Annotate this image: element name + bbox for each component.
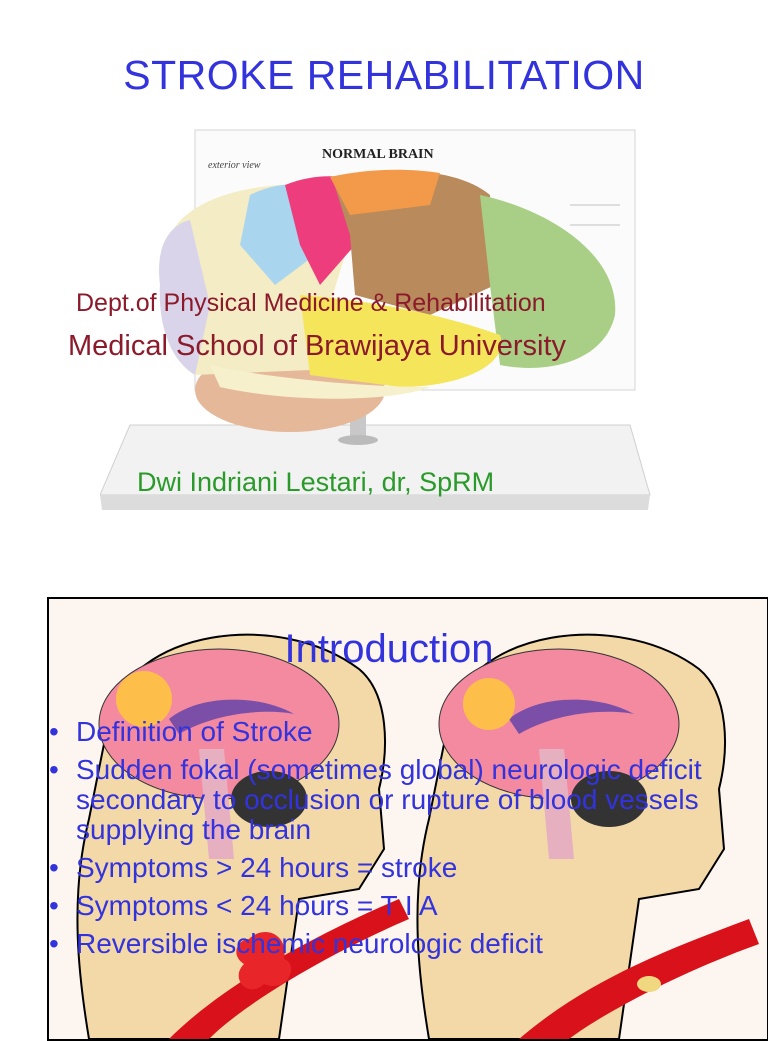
slide-title: NORMAL BRAIN exterior view STROKE REHABI… [68,52,660,535]
slide-introduction: Introduction Definition of Stroke Sudden… [47,597,768,1041]
brain-model-drawing: NORMAL BRAIN exterior view [99,129,651,510]
school-text: Medical School of Brawijaya University [68,330,567,362]
department-text: Dept.of Physical Medicine & Rehabilitati… [76,289,546,317]
bullet-item: Reversible ischemic neurologic deficit [49,929,749,960]
bullet-item: Definition of Stroke [49,717,749,748]
bullet-item: Symptoms > 24 hours = stroke [49,853,749,884]
brain-model-image: NORMAL BRAIN exterior view [99,125,660,535]
bullet-item: Sudden fokal (sometimes global) neurolog… [49,755,749,845]
bullet-item: Symptoms < 24 hours = T I A [49,891,749,922]
model-sublabel: exterior view [208,160,261,171]
bullet-list: Definition of Stroke Sudden fokal (somet… [49,717,749,967]
slide-title-text: STROKE REHABILITATION [123,52,645,98]
author-text: Dwi Indriani Lestari, dr, SpRM [137,467,495,497]
introduction-title: Introduction [284,627,494,671]
model-label: NORMAL BRAIN [322,147,434,162]
